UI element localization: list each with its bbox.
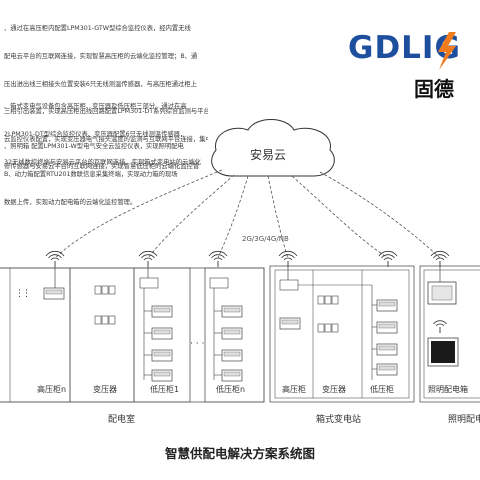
meter-icon xyxy=(221,369,243,382)
meter-icon xyxy=(151,369,173,382)
svg-text:⋮: ⋮ xyxy=(15,289,24,299)
device-label-diyagui-n: 低压柜n xyxy=(216,385,246,394)
group-box-xiangshi xyxy=(269,265,415,403)
sensor-icon xyxy=(317,295,339,305)
device-label-bianyaqi-box: 变压器 xyxy=(322,385,346,394)
meter-icon xyxy=(279,317,301,330)
intro-line: 2LPM301-DT型综合监控仪表、变压器配置6只无线测温传感器， xyxy=(4,131,187,139)
group-box-zhaoming xyxy=(419,265,480,403)
intro-line: 32无线数控终端与安易云平台的互联网连接，实现箱式变电站的云端化 xyxy=(4,158,201,166)
device-label-bianyaqi: 变压器 xyxy=(93,385,117,394)
intro-line: 压出进出线三相接头位置安装6只无线测温传感器，与高压柜通过柜上 xyxy=(4,80,197,88)
cabinet-diyagui-1 xyxy=(133,267,191,403)
ellipsis: · · · xyxy=(190,339,204,349)
intro-line: 、照明箱 配置LPM301-W型电气安全云监控仪表，实现照明配电 xyxy=(4,143,184,151)
sensor-icon xyxy=(94,285,116,295)
intro-line: 云监控仪表配置，实现变压器电气接头温度的监测与互联网平台连接，集中经 xyxy=(4,135,208,143)
cloud-label: 安易云 xyxy=(250,148,287,162)
meter-icon xyxy=(376,343,398,356)
intro-line: 、箱式变电气设备包含高压柜、变压器及低压柜三部分。通过在高 xyxy=(4,103,187,111)
antenna-icon xyxy=(208,250,228,268)
cabinet-diyagui-n xyxy=(204,267,265,403)
device-label-zhaoming: 照明配电箱 xyxy=(428,385,468,394)
intro-paragraph-1: 、通过在高压柜内配置LPM301-GTW型综合监控仪表，经内置无线 配电云平台的… xyxy=(4,6,208,181)
meter-icon xyxy=(151,349,173,362)
network-label: 2G/3G/4G/NB xyxy=(242,235,289,243)
meter-icon xyxy=(221,305,243,318)
diagram-caption: 智慧供配电解决方案系统图 xyxy=(164,446,315,461)
device-label-diyagui-box: 低压柜 xyxy=(370,385,394,394)
meter-icon xyxy=(151,305,173,318)
intro-line: 数据上传，实现动力配电箱的云端化监控管理。 xyxy=(4,198,137,206)
svg-text:⋮: ⋮ xyxy=(22,289,31,299)
intro-line: 配电云平台的互联网连接，实现智慧高压柜的云端化监控管理；B、通 xyxy=(4,53,198,61)
sensor-icon xyxy=(94,315,116,325)
meter-icon xyxy=(376,299,398,312)
antenna-icon xyxy=(433,320,447,333)
meter-icon xyxy=(376,363,398,376)
intro-paragraph-3: 、照明箱 配置LPM301-W型电气安全云监控仪表，实现照明配电 B、动力箱配置… xyxy=(4,124,208,216)
group-label-zhaoming: 照明配电 xyxy=(448,415,480,425)
intro-line: 、通过在高压柜内配置LPM301-GTW型综合监控仪表，经内置无线 xyxy=(4,25,191,33)
group-label-peidianshi: 配电室 xyxy=(108,415,136,425)
meter-icon xyxy=(221,327,243,340)
meter-icon xyxy=(43,287,65,300)
intro-paragraph-2: 、箱式变电气设备包含高压柜、变压器及低压柜三部分。通过在高 2LPM301-DT… xyxy=(4,84,208,176)
antenna-icon xyxy=(45,250,65,268)
meter-icon xyxy=(151,327,173,340)
device-label-diyagui-1: 低压柜1 xyxy=(150,385,180,394)
antenna-icon xyxy=(138,250,158,268)
lightning-bolt-icon xyxy=(438,32,456,70)
meter-icon xyxy=(221,349,243,362)
cloud-icon xyxy=(211,119,335,177)
device-label-gaoyagui: 高压柜 xyxy=(282,385,306,394)
network-links xyxy=(54,169,441,259)
antenna-icon xyxy=(378,250,398,268)
rtu-terminal xyxy=(431,341,455,363)
meter-icon xyxy=(376,321,398,334)
intro-line: 修传感器与安易云平台的互联网连接，实现智慧低压柜的云端化监控管 xyxy=(4,163,200,171)
antenna-icon xyxy=(278,250,298,268)
device-label-gaoyagui-n: 高压柜n xyxy=(37,385,67,394)
intro-line: 三相引出装置，实现高压柜出线回路配置LPM301-DT系列综合监测与平台上 xyxy=(4,108,208,116)
company-logo: GDLIG 固德 xyxy=(348,30,480,101)
intro-line: B、动力箱配置RTU201数联信息采集终端，实现动力箱的现场 xyxy=(4,171,178,179)
group-label-xiangshi: 箱式变电站 xyxy=(316,415,362,425)
sensor-icon xyxy=(317,323,339,333)
antenna-icon xyxy=(430,250,450,268)
logo-chinese: 固德 xyxy=(414,77,454,101)
